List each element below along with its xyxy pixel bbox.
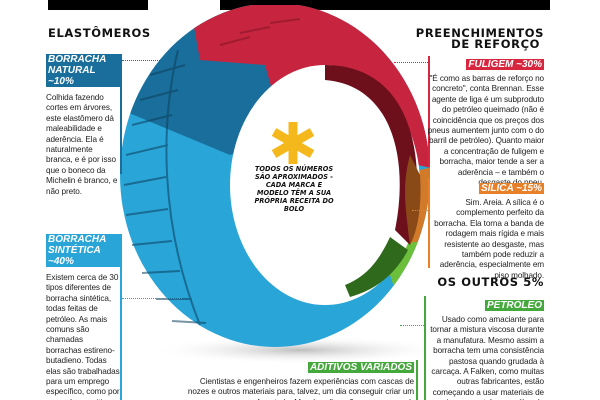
connector-line xyxy=(120,54,122,174)
section-title-preenchimentos: PREENCHIMENTOS DE REFORÇO xyxy=(415,26,544,51)
component-description: Sim. Areia. A sílica é o complemento per… xyxy=(434,198,544,280)
component-aditivos: ADITIVOS VARIADOS Cientistas e engenheir… xyxy=(180,357,414,400)
component-description: Existem cerca de 30 tipos diferentes de … xyxy=(46,273,120,400)
section-title-outros: OS OUTROS 5% xyxy=(437,275,544,289)
approximation-note: TODOS OS NÚMEROS SÃO APROXIMADOS - CADA … xyxy=(254,165,334,213)
connector-dots xyxy=(412,210,428,211)
component-description: Usado como amaciante para tornar a mistu… xyxy=(430,315,544,400)
section-title-elastomeros: ELASTÔMEROS xyxy=(48,26,151,40)
component-label: PETRÓLEO xyxy=(484,300,544,311)
tire-illustration xyxy=(120,5,440,364)
component-label: SÍLICA ~15% xyxy=(478,183,544,194)
connector-line xyxy=(428,178,430,268)
connector-dots xyxy=(400,325,424,326)
connector-line xyxy=(424,296,426,400)
connector-dots xyxy=(394,62,428,63)
component-label: FULIGEM ~30% xyxy=(466,59,544,70)
connector-dots xyxy=(122,298,182,299)
header-bar xyxy=(220,0,550,10)
component-description: Cientistas e engenheiros fazem experiênc… xyxy=(187,377,414,400)
component-fuligem: FULIGEM ~30% "É como as barras de reforç… xyxy=(426,54,544,188)
connector-dots xyxy=(122,60,162,61)
component-label: ADITIVOS VARIADOS xyxy=(307,362,414,373)
component-silica: SÍLICA ~15% Sim. Areia. A sílica é o com… xyxy=(426,178,544,281)
component-description: Colhida fazendo cortes em árvores, este … xyxy=(46,93,118,196)
header-bar xyxy=(48,0,148,10)
component-description: "É como as barras de reforço no concreto… xyxy=(427,74,544,187)
section-title-line: DE REFORÇO xyxy=(451,37,540,51)
component-petroleo: PETRÓLEO Usado como amaciante para torna… xyxy=(424,295,544,400)
connector-line xyxy=(428,56,430,166)
asterisk-icon xyxy=(271,122,315,164)
section-title-line: PREENCHIMENTOS xyxy=(415,26,544,40)
connector-line xyxy=(120,234,122,400)
connector-line xyxy=(416,360,418,400)
